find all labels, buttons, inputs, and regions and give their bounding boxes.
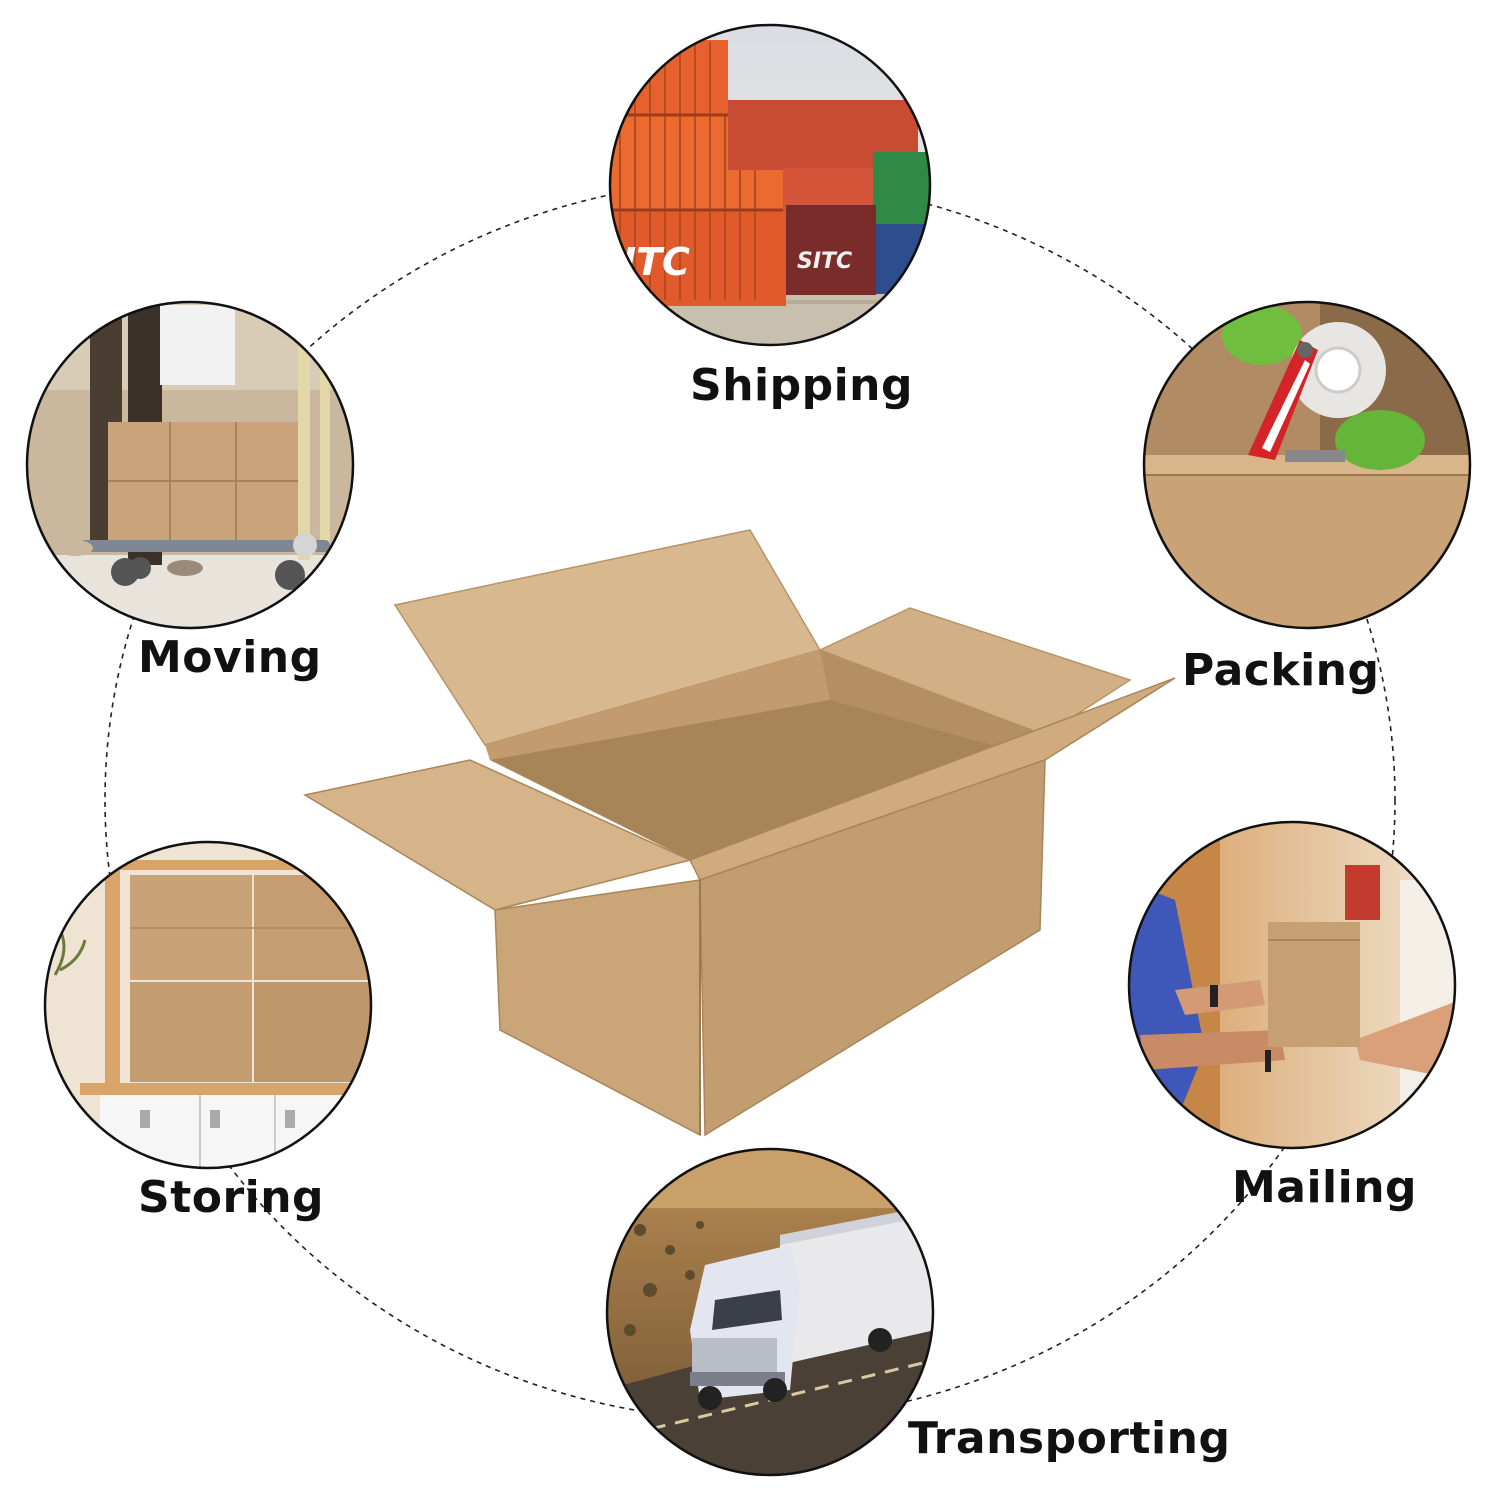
label-transporting: Transporting	[908, 1413, 1231, 1464]
label-mailing: Mailing	[1232, 1162, 1418, 1213]
label-storing: Storing	[138, 1172, 325, 1223]
shipping-photo: ITC SITC	[608, 23, 932, 347]
label-packing: Packing	[1182, 645, 1380, 696]
storing-photo	[43, 840, 373, 1170]
moving-photo	[25, 300, 355, 630]
packing-photo	[1142, 300, 1472, 630]
label-moving: Moving	[138, 632, 322, 683]
mailing-photo	[1127, 820, 1457, 1150]
cardboard-box	[302, 529, 1176, 1137]
container-text-right: SITC	[797, 249, 852, 274]
container-text-left: ITC	[622, 240, 690, 284]
transporting-photo	[605, 1147, 935, 1477]
label-shipping: Shipping	[690, 360, 913, 411]
